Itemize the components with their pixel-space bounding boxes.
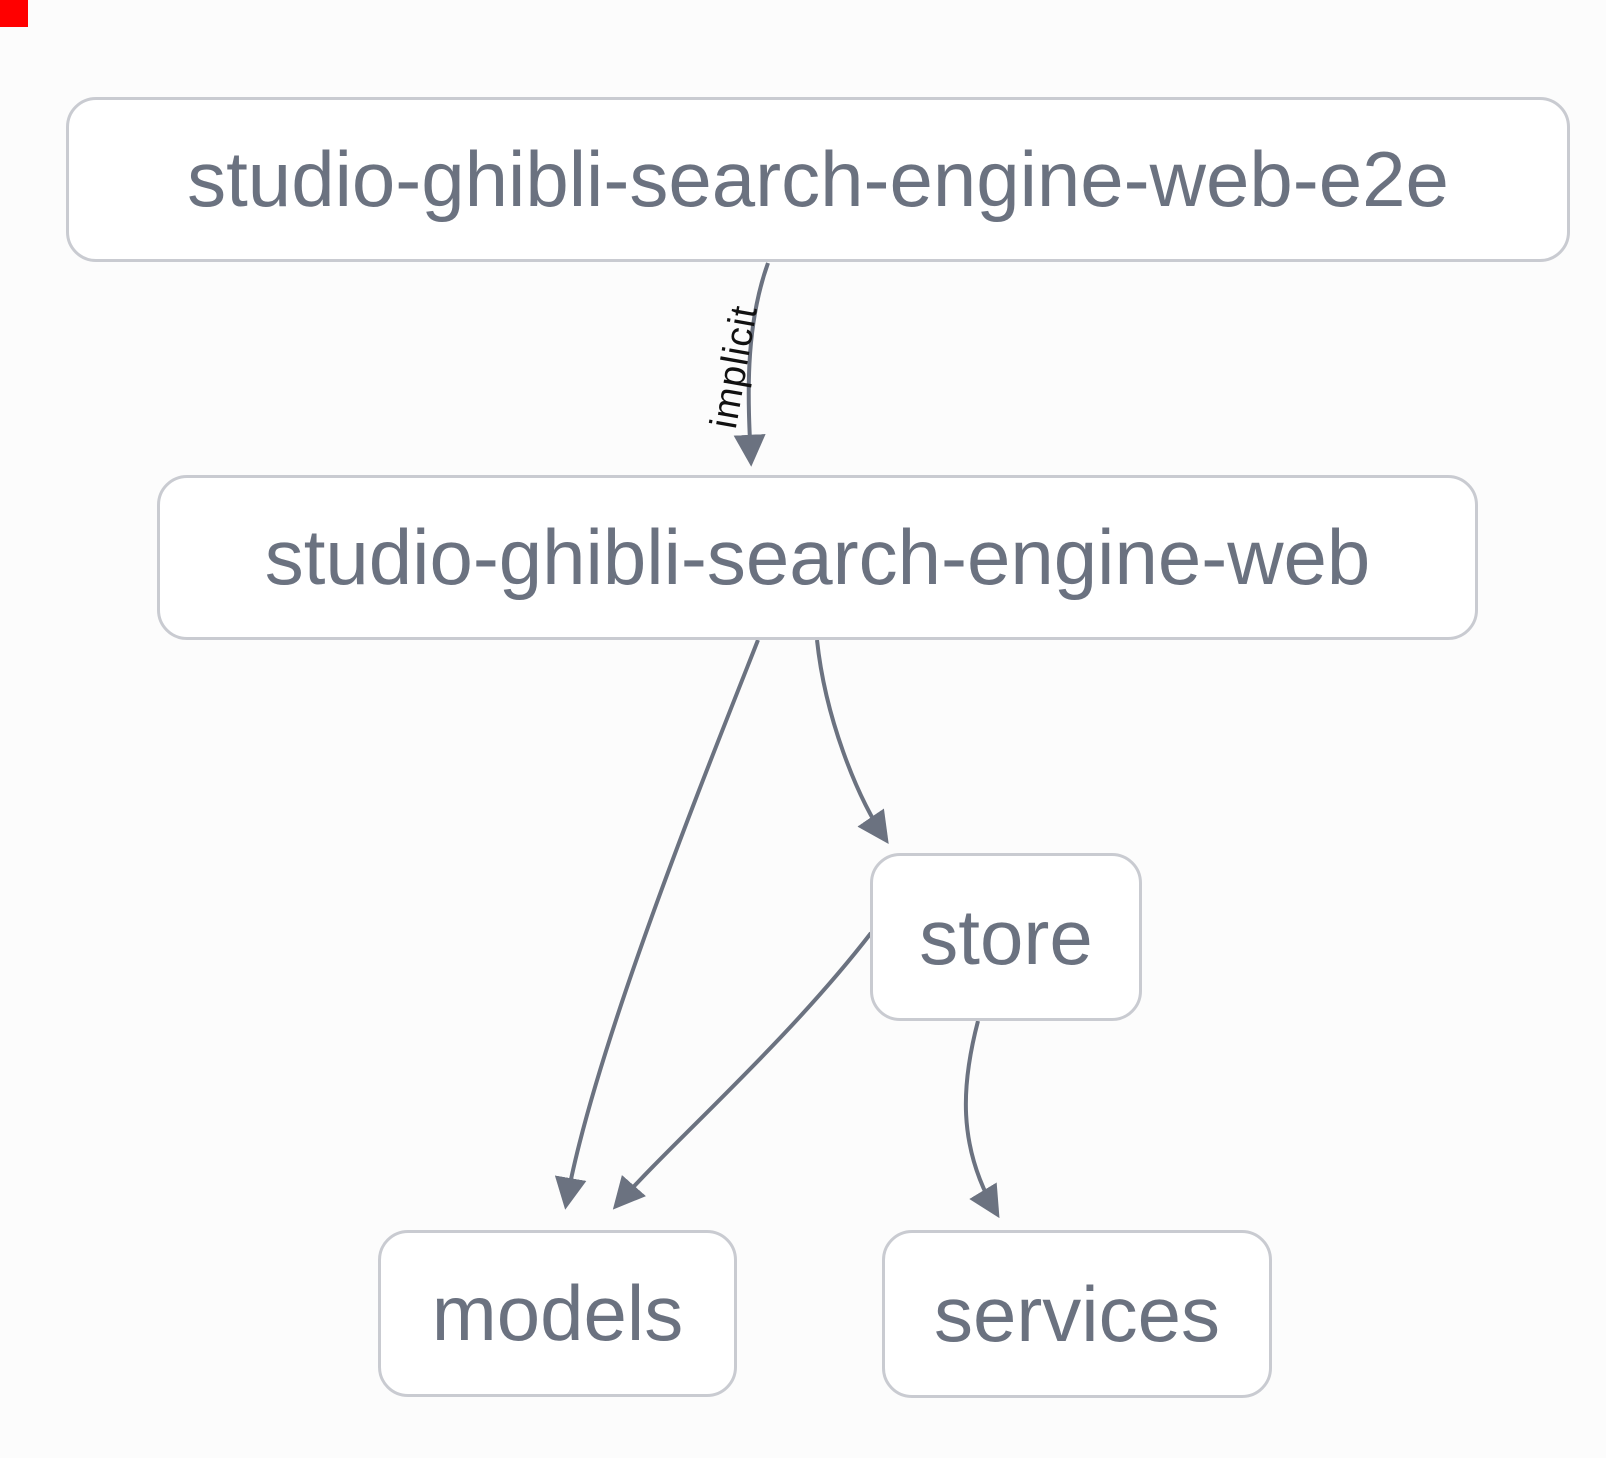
edge-store-to-services <box>963 1020 1000 1219</box>
node-label: studio-ghibli-search-engine-web-e2e <box>187 135 1449 223</box>
edge-e2e-to-web <box>733 262 770 467</box>
edge-web-to-models <box>554 639 760 1210</box>
node-services[interactable]: services <box>882 1230 1272 1398</box>
node-label: models <box>431 1269 684 1357</box>
edge-store-to-models <box>612 931 873 1210</box>
node-studio-ghibli-search-engine-web[interactable]: studio-ghibli-search-engine-web <box>157 475 1478 640</box>
node-studio-ghibli-search-engine-web-e2e[interactable]: studio-ghibli-search-engine-web-e2e <box>66 97 1570 262</box>
edge-web-to-store <box>815 639 889 844</box>
node-label: services <box>933 1269 1221 1358</box>
red-corner-marker <box>0 0 28 27</box>
node-label: studio-ghibli-search-engine-web <box>264 513 1371 601</box>
node-label: store <box>919 892 1093 981</box>
node-models[interactable]: models <box>378 1230 737 1397</box>
node-store[interactable]: store <box>870 853 1142 1021</box>
